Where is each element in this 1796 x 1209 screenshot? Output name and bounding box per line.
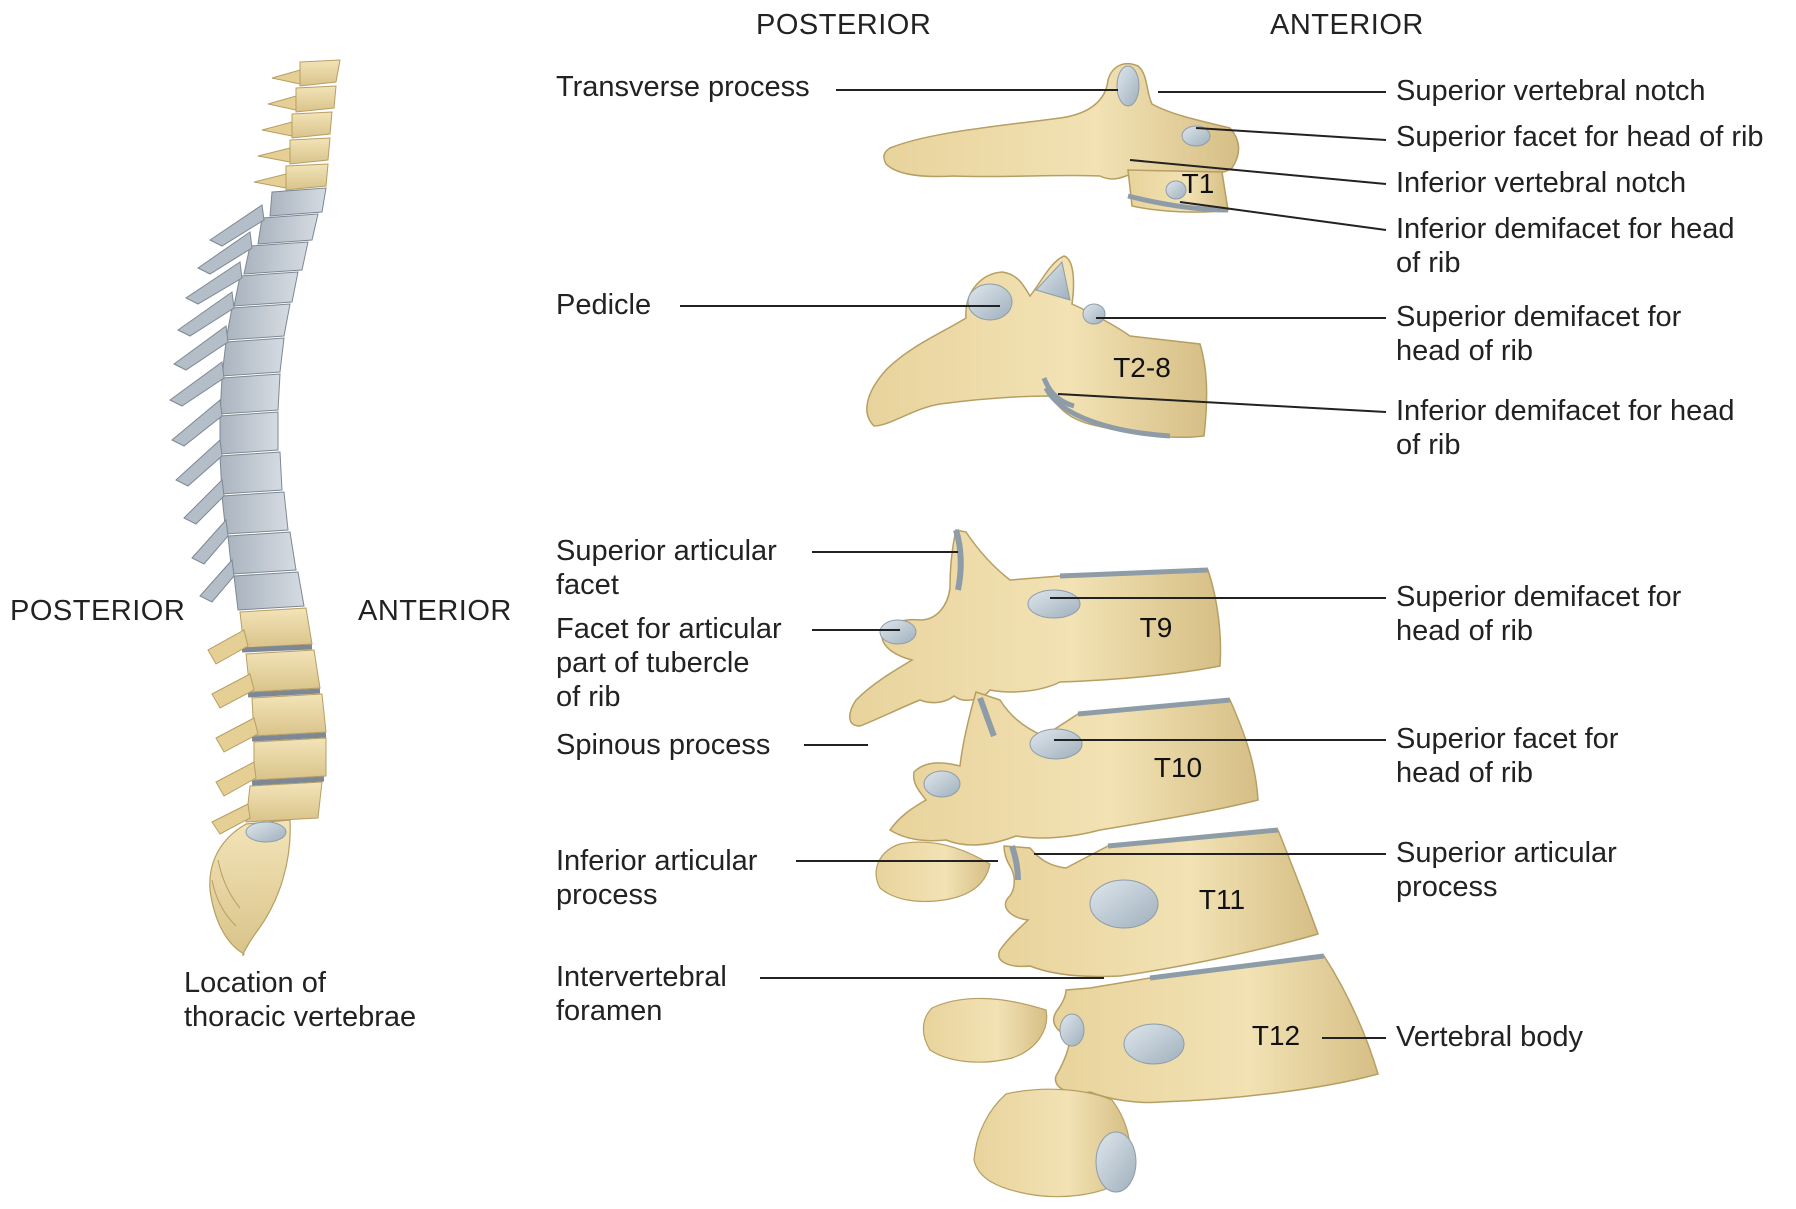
t2-8-vertebra [867, 256, 1207, 437]
label-pedicle: Pedicle [556, 288, 651, 322]
label-superior-facet-t10: Superior facet for head of rib [1396, 722, 1618, 790]
vertebra-label-t11: T11 [1162, 884, 1282, 916]
thoracic-vertebrae-highlight [170, 188, 326, 610]
label-superior-facet-head-rib-t1: Superior facet for head of rib [1396, 120, 1764, 154]
label-superior-vertebral-notch: Superior vertebral notch [1396, 74, 1706, 108]
vertebra-label-t12: T12 [1216, 1020, 1336, 1052]
vertebra-label-t1: T1 [1138, 168, 1258, 200]
header-posterior-top: POSTERIOR [756, 8, 931, 42]
label-intervertebral-foramen: Intervertebral foramen [556, 960, 727, 1028]
spine-caption: Location of thoracic vertebrae [184, 966, 416, 1034]
label-transverse-process: Transverse process [556, 70, 810, 104]
spine-overview [170, 60, 340, 955]
label-inferior-demifacet-t2-8: Inferior demifacet for head of rib [1396, 394, 1735, 462]
label-superior-demifacet-t9: Superior demifacet for head of rib [1396, 580, 1681, 648]
vertebra-label-t9: T9 [1096, 612, 1216, 644]
label-spinous-process: Spinous process [556, 728, 770, 762]
label-inferior-demifacet-t1: Inferior demifacet for head of rib [1396, 212, 1735, 280]
label-inferior-articular-process: Inferior articular process [556, 844, 757, 912]
sacrum [210, 820, 290, 955]
lumbar-vertebrae [208, 608, 326, 834]
vertebra-label-t2-8: T2-8 [1082, 352, 1202, 384]
label-vertebral-body: Vertebral body [1396, 1020, 1583, 1054]
label-superior-articular-facet: Superior articular facet [556, 534, 777, 602]
vertebra-label-t10: T10 [1118, 752, 1238, 784]
label-superior-demifacet-t2-8: Superior demifacet for head of rib [1396, 300, 1681, 368]
t12-vertebra [923, 956, 1378, 1197]
header-anterior-side: ANTERIOR [358, 594, 512, 628]
leader-inferior-demifacet-t1 [1180, 202, 1386, 230]
header-anterior-top: ANTERIOR [1270, 8, 1424, 42]
label-superior-articular-process: Superior articular process [1396, 836, 1617, 904]
label-facet-for-articular-part-of-tubercle: Facet for articular part of tubercle of … [556, 612, 782, 714]
cervical-vertebrae [254, 60, 340, 190]
header-posterior-side: POSTERIOR [10, 594, 185, 628]
label-inferior-vertebral-notch: Inferior vertebral notch [1396, 166, 1686, 200]
